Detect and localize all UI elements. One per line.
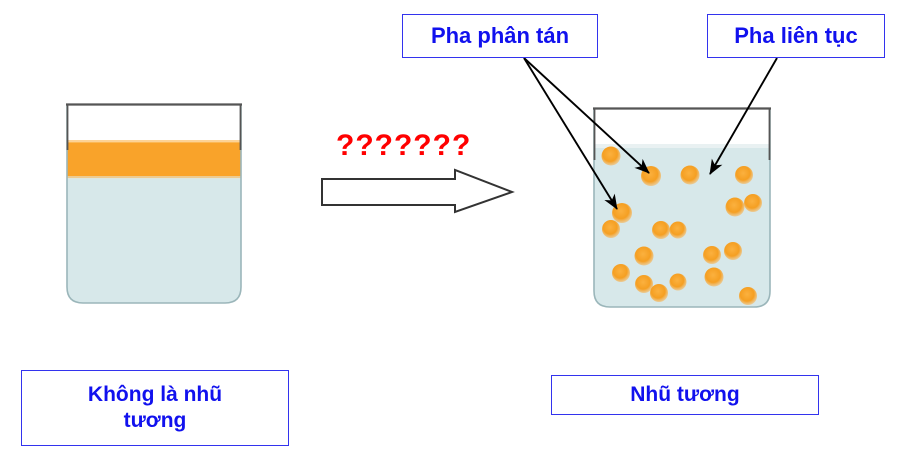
- left-beaker-group: [66, 103, 242, 304]
- droplet: [612, 264, 630, 282]
- droplet: [744, 194, 762, 212]
- droplet: [652, 221, 670, 239]
- droplet: [704, 267, 724, 287]
- droplet: [635, 275, 653, 293]
- oil-layer: [67, 142, 241, 178]
- dispersed-phase-pointer-1: [523, 57, 650, 174]
- oil-water-interface: [67, 176, 241, 179]
- water-layer: [67, 178, 241, 303]
- label-not-emulsion-text: Không là nhũ tương: [88, 382, 222, 435]
- emulsion-surface: [594, 144, 770, 148]
- droplet: [669, 221, 687, 239]
- label-dispersed-phase-text: Pha phân tán: [430, 23, 570, 49]
- continuous-phase-pointer: [709, 57, 778, 175]
- droplet: [602, 220, 620, 238]
- dispersed-phase-pointer-2: [523, 57, 618, 210]
- droplet: [724, 242, 742, 260]
- droplet: [739, 287, 757, 305]
- transformation-arrow: [321, 168, 515, 214]
- label-continuous-phase: Pha liên tục: [707, 14, 885, 58]
- right-beaker-contents: [594, 108, 770, 307]
- oil-layer-top-edge: [67, 140, 241, 143]
- left-beaker-contents: [67, 104, 241, 303]
- droplet: [725, 197, 745, 217]
- transformation-question-marks: ???????: [336, 129, 472, 162]
- label-dispersed-phase: Pha phân tán: [402, 14, 598, 58]
- label-emulsion: Nhũ tương: [551, 375, 819, 415]
- right-beaker-group: [593, 107, 771, 308]
- droplet: [703, 246, 721, 264]
- label-continuous-phase-text: Pha liên tục: [734, 23, 858, 49]
- droplet: [601, 146, 621, 166]
- droplet: [650, 284, 668, 302]
- droplet: [735, 166, 753, 184]
- droplet: [634, 246, 654, 266]
- label-not-emulsion: Không là nhũ tương: [21, 370, 289, 446]
- label-emulsion-text: Nhũ tương: [630, 382, 740, 406]
- emulsion-droplets: [601, 146, 762, 305]
- right-beaker-wall: [593, 108, 771, 308]
- label-not-emulsion-line-2: tương: [123, 409, 187, 432]
- pointer-arrows: [523, 57, 778, 210]
- droplet: [680, 165, 700, 185]
- left-beaker-wall: [66, 104, 242, 304]
- droplet: [669, 273, 687, 291]
- label-not-emulsion-line-1: Không là nhũ: [87, 382, 223, 406]
